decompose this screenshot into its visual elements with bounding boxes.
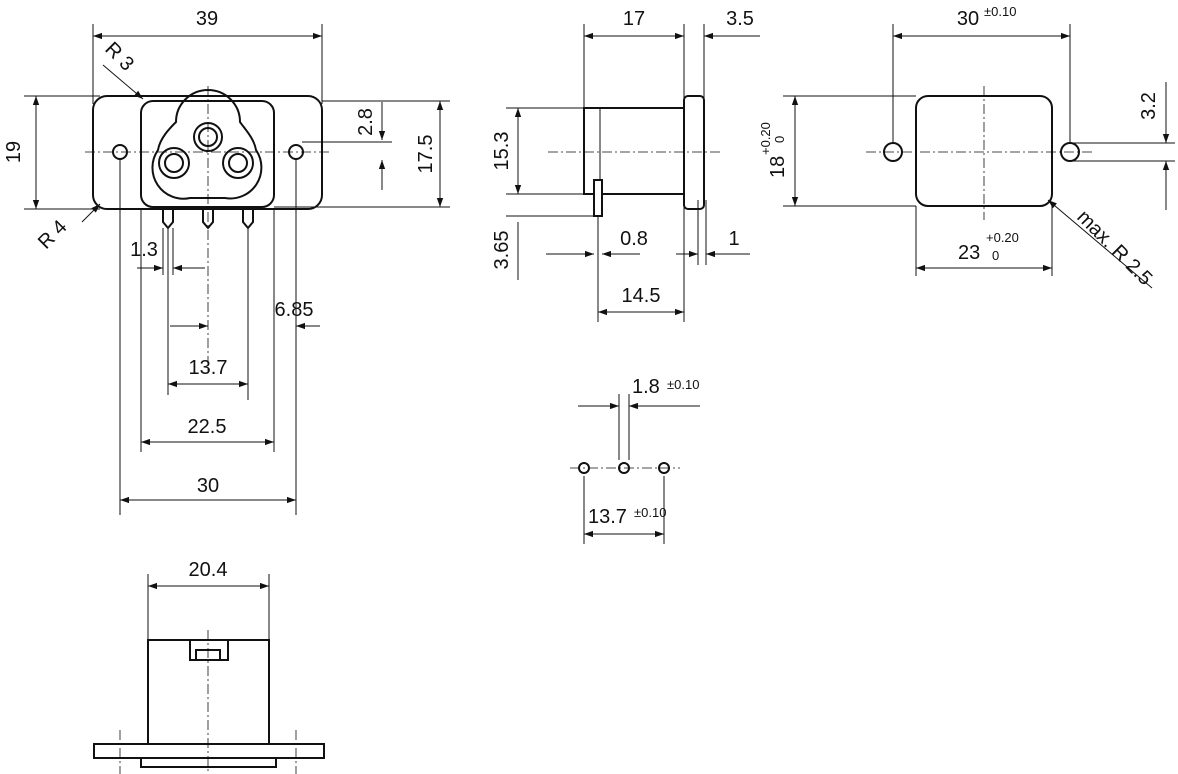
dim-radius-bottom: R 4 [34,216,72,254]
pcb-hole-pattern: 1.8 ±0.10 13.7 ±0.10 [570,376,700,544]
c6-socket-outline [151,89,263,200]
solder-pin-right [242,209,254,230]
pcb-hole-right [658,462,670,474]
tol-pcb-pitch: ±0.10 [634,505,666,520]
pcb-hole-left [578,462,590,474]
dim-inner-width: 22.5 [188,416,227,438]
dim-hole-spacing: 30 [197,475,219,497]
dim-depth: 14.5 [622,285,661,307]
dim-cutout-hole-spacing: 30 [957,8,979,30]
panel-cutout-view: 30 ±0.10 18 +0.20 0 3.2 23 +0.20 0 max. … [758,4,1175,290]
dim-cutout-height: 18 [767,156,789,178]
dim-height-overall: 19 [3,141,25,163]
dim-width-overall: 39 [196,8,218,30]
solder-pin-left [162,209,174,230]
tol-cutout-width-lower: 0 [992,248,999,263]
dim-flange: 3.5 [726,8,754,30]
dim-pin-pitch: 13.7 [189,357,228,379]
tol-cutout-width-upper: +0.20 [986,230,1019,245]
dim-pin-offset: 6.85 [275,299,314,321]
pin-live [158,147,190,179]
front-view: 39 R 3 R 4 19 2.8 17.5 1.3 6.8 [3,8,450,515]
solder-pin-center [202,209,214,230]
dim-cutout-corner-radius: max. R 2.5 [1072,206,1156,290]
dim-pin-thickness: 0.8 [620,228,648,250]
dim-radius-top: R 3 [100,38,138,76]
dim-flange-thickness: 1 [728,228,739,250]
dim-height-inner: 17.5 [415,135,437,174]
bottom-lip [140,757,277,768]
dim-body-height: 15.3 [491,132,513,171]
tol-cutout-height-upper: +0.20 [758,122,773,155]
dim-body-length: 17 [623,8,645,30]
bottom-flange [93,743,325,759]
front-inlet-body [140,100,275,208]
pcb-hole-center [618,462,630,474]
dim-bottom-width: 20.4 [189,559,228,581]
side-pin [593,179,603,217]
bottom-view: 20.4 [93,559,325,774]
dim-pin-height: 3.65 [491,231,513,270]
dim-cutout-hole-diameter: 3.2 [1138,92,1160,120]
dim-pin-width: 1.3 [130,239,158,261]
side-view: 17 3.5 15.3 3.65 0.8 1 14.5 [491,8,760,322]
dim-pcb-pitch: 13.7 [588,506,627,528]
dim-cutout-width: 23 [958,242,980,264]
tol-cutout-hole-spacing: ±0.10 [984,4,1016,19]
side-flange [683,95,705,210]
pin-neutral [222,147,254,179]
tol-cutout-height-lower: 0 [772,136,787,143]
dim-pcb-hole-diameter: 1.8 [632,376,660,398]
tol-pcb-hole-diameter: ±0.10 [667,377,699,392]
dim-offset-top: 2.8 [355,108,377,136]
